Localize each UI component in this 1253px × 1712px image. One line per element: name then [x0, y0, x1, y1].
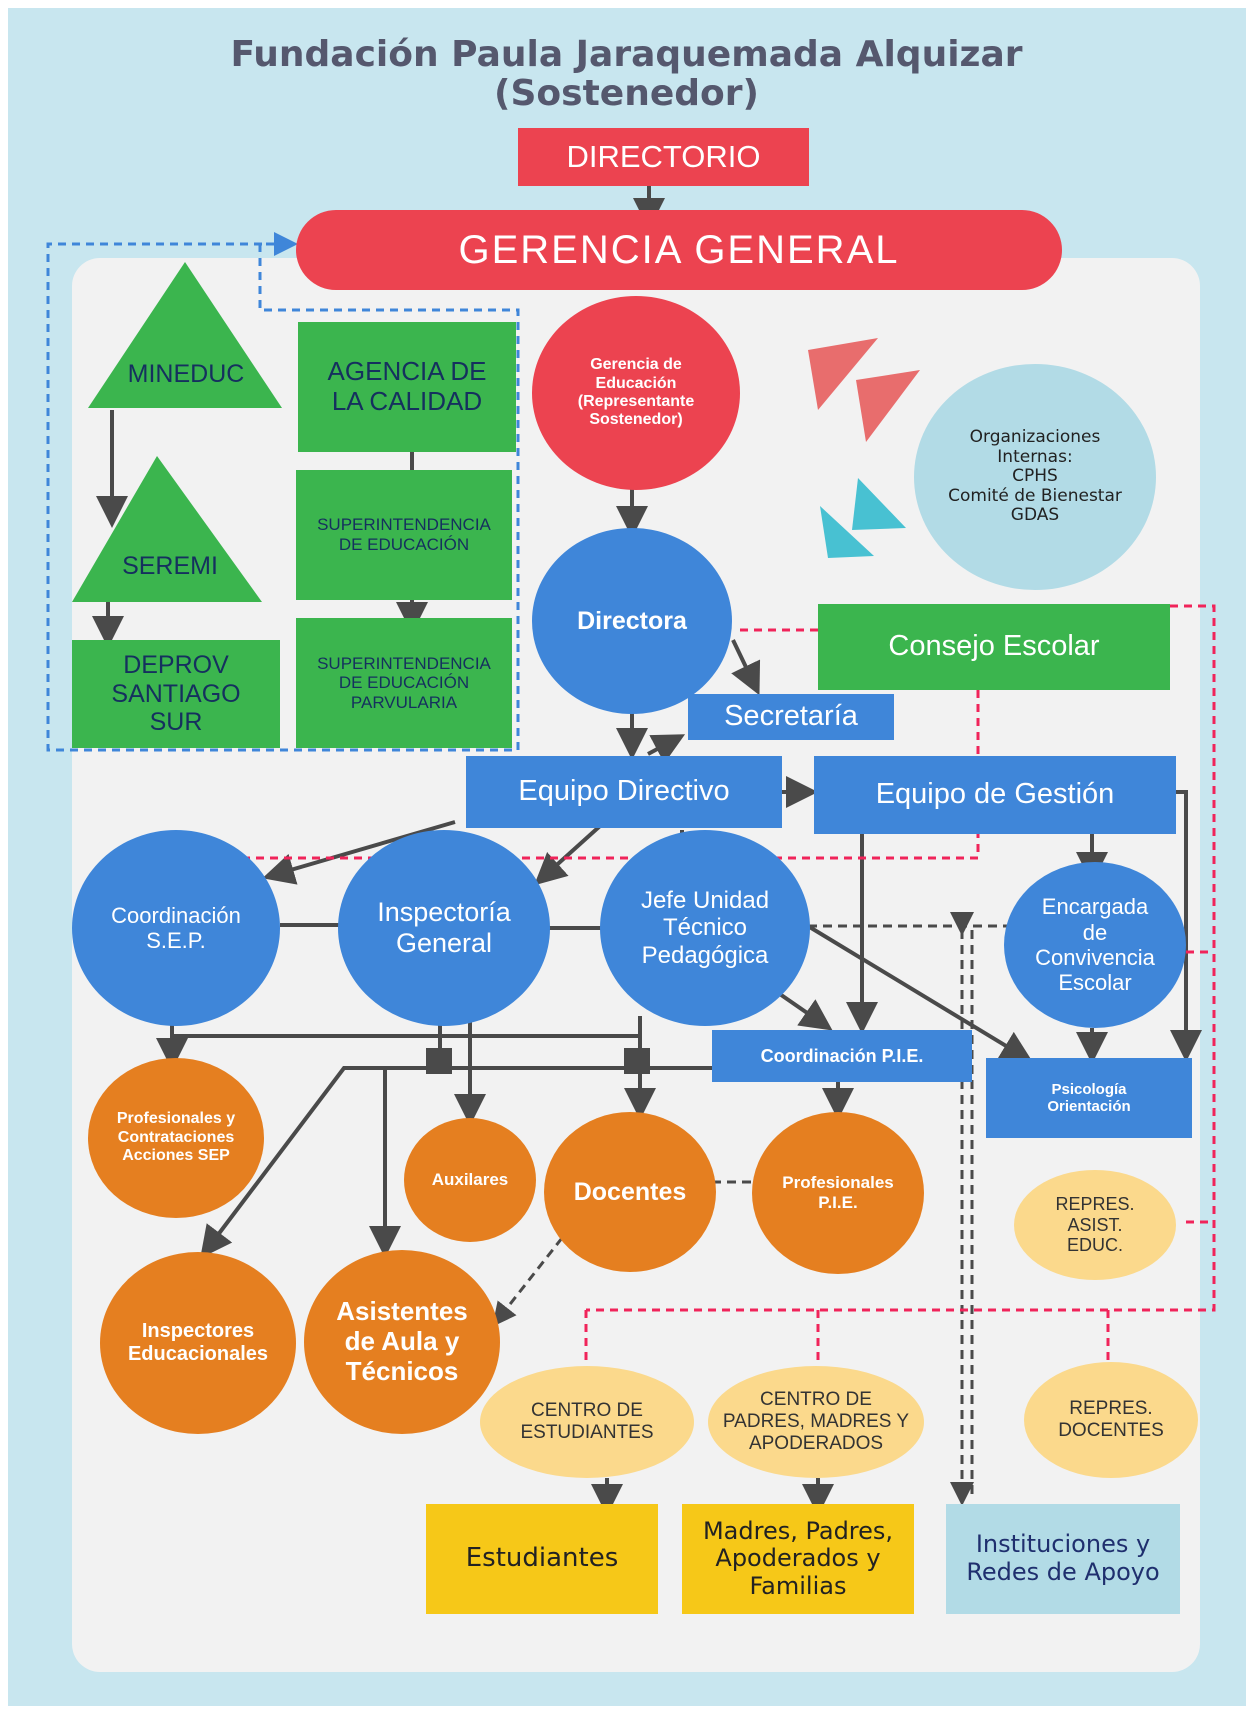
madres-padres-box: Madres, Padres, Apoderados y Familias	[682, 1504, 914, 1614]
psicologia-orientacion-box: Psicología Orientación	[986, 1058, 1192, 1138]
deprov-box: DEPROV SANTIAGO SUR	[72, 640, 280, 748]
coordinacion-sep-node: Coordinación S.E.P.	[72, 830, 280, 1026]
gerencia-general-box: GERENCIA GENERAL	[296, 210, 1062, 290]
deco-teal-1	[852, 478, 906, 530]
repres-asist-educ-node: REPRES. ASIST. EDUC.	[1014, 1170, 1176, 1280]
arrow-utp-psicologia	[796, 918, 1033, 1063]
title-line-2: (Sostenedor)	[494, 73, 759, 115]
junction-square-2	[624, 1048, 650, 1074]
jefe-utp-node: Jefe Unidad Técnico Pedagógica	[600, 830, 810, 1026]
arrow-directora-secretaria	[731, 639, 761, 696]
centro-estudiantes-node: CENTRO DE ESTUDIANTES	[480, 1366, 694, 1478]
docentes-node: Docentes	[544, 1112, 716, 1272]
repres-docentes-node: REPRES. DOCENTES	[1024, 1362, 1198, 1478]
junction-square-1	[426, 1048, 452, 1074]
directora-node: Directora	[532, 528, 732, 714]
mineduc-label: MINEDUC	[127, 359, 245, 388]
auxiliares-node: Auxilares	[404, 1118, 536, 1242]
inspectoria-general-node: Inspectoría General	[338, 830, 550, 1026]
equipo-directivo-box: Equipo Directivo	[466, 756, 782, 828]
arrow-directivo-inspectoria	[534, 824, 602, 886]
estudiantes-box: Estudiantes	[426, 1504, 658, 1614]
convivencia-escolar-node: Encargada de Convivencia Escolar	[1004, 862, 1186, 1028]
equipo-gestion-box: Equipo de Gestión	[814, 756, 1176, 834]
decorative-shapes	[808, 338, 920, 558]
deco-teal-2	[820, 506, 874, 558]
seremi-label: SEREMI	[122, 551, 218, 580]
deco-red-2	[856, 370, 920, 442]
dashed-blue-external	[46, 232, 520, 752]
seremi-triangle	[72, 456, 262, 602]
asistentes-aula-node: Asistentes de Aula y Técnicos	[304, 1250, 500, 1434]
profesionales-sep-node: Profesionales y Contrataciones Acciones …	[88, 1058, 264, 1218]
mineduc-triangle	[88, 262, 282, 408]
superintendencia-parvularia-box: SUPERINTENDENCIA DE EDUCACIÓN PARVULARIA	[296, 618, 512, 748]
inspectores-educacionales-node: Inspectores Educacionales	[100, 1252, 296, 1434]
superintendencia-box: SUPERINTENDENCIA DE EDUCACIÓN	[296, 470, 512, 600]
agencia-calidad-box: AGENCIA DE LA CALIDAD	[298, 322, 516, 452]
gerencia-educacion-node: Gerencia de Educación (Representante Sos…	[532, 296, 740, 490]
consejo-escolar-box: Consejo Escolar	[818, 604, 1170, 690]
internal-orgs-node: Organizaciones Internas: CPHS Comité de …	[914, 364, 1156, 590]
external-triangles	[72, 262, 282, 602]
dashed-red-right	[586, 604, 1216, 1312]
bus-line-2	[200, 1066, 715, 1259]
arrow-to-secretaria	[647, 734, 686, 764]
coordinacion-pie-box: Coordinación P.I.E.	[712, 1030, 972, 1082]
directorio-box: DIRECTORIO	[518, 128, 809, 186]
centro-padres-node: CENTRO DE PADRES, MADRES Y APODERADOS	[708, 1366, 924, 1478]
profesionales-pie-node: Profesionales P.I.E.	[752, 1112, 924, 1274]
title-line-1: Fundación Paula Jaraquemada Alquizar	[230, 34, 1023, 76]
deco-red-1	[808, 338, 878, 410]
dashed-docentes-asistentes	[492, 1237, 564, 1327]
secretaria-box: Secretaría	[688, 694, 894, 740]
arrow-gestion-psicologia	[1170, 790, 1202, 1062]
instituciones-redes-box: Instituciones y Redes de Apoyo	[946, 1504, 1180, 1614]
arrow-utp-pie	[772, 988, 833, 1031]
